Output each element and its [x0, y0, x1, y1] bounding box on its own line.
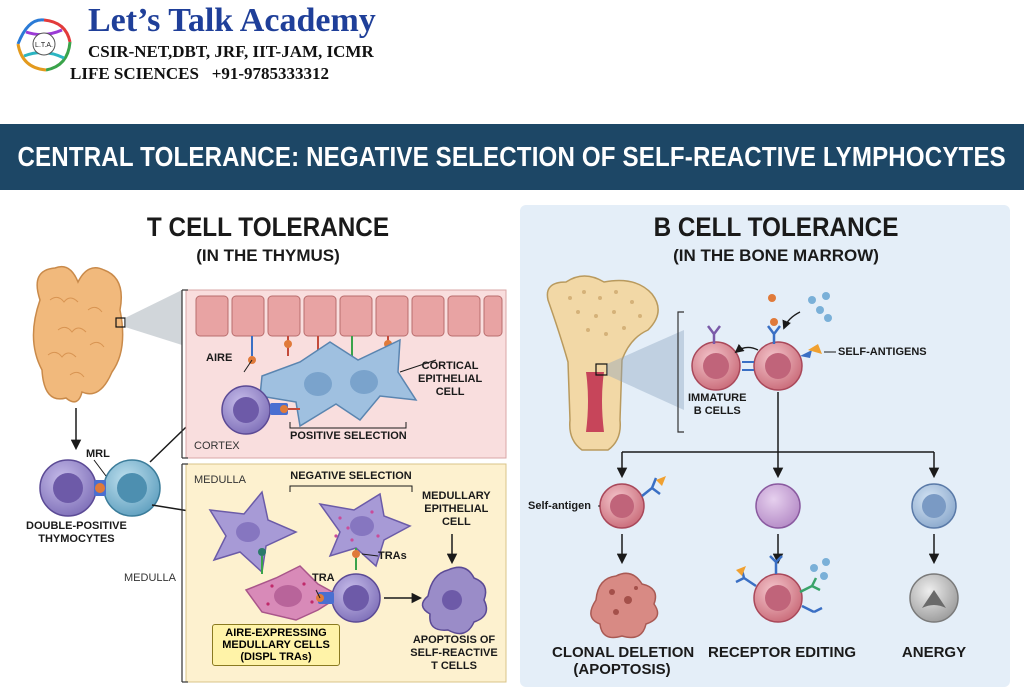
clonal-deletion-path [590, 476, 666, 639]
tra-label: TRA [312, 572, 335, 584]
immature-b-cells [677, 292, 836, 433]
medullary-epithelial-label: MEDULLARY EPITHELIAL CELL [422, 490, 491, 528]
bone-illustration [546, 275, 684, 451]
banner-title: CENTRAL TOLERANCE: NEGATIVE SELECTION OF… [17, 141, 1007, 172]
academy-logo: L.T.A. [8, 8, 80, 80]
positive-selection-label: POSITIVE SELECTION [290, 430, 407, 442]
title-banner: CENTRAL TOLERANCE: NEGATIVE SELECTION OF… [0, 124, 1024, 190]
t-cell-title: T CELL TOLERANCE [146, 212, 390, 242]
thymus-organ [32, 265, 182, 403]
mrl-label: MRL [86, 448, 110, 460]
aire-label: AIRE [206, 352, 233, 364]
brand-exams: CSIR-NET,DBT, JRF, IIT-JAM, ICMR [88, 42, 374, 61]
immature-b-cells-label: IMMATURE B CELLS [688, 392, 747, 417]
logo-text: L.T.A. [35, 42, 53, 49]
cortical-epithelial-label: CORTICAL EPITHELIAL CELL [418, 360, 483, 398]
tras-label: TRAs [378, 550, 407, 562]
double-positive-label: DOUBLE-POSITIVE THYMOCYTES [26, 520, 127, 545]
branch-arrows [616, 392, 940, 479]
receptor-editing-path [735, 483, 830, 623]
b-cell-subtitle: (IN THE BONE MARROW) [673, 246, 879, 265]
aire-expressing-box: AIRE-EXPRESSING MEDULLARY CELLS (DISPL T… [212, 624, 340, 666]
t-cell-subtitle: (IN THE THYMUS) [196, 246, 340, 265]
apoptosis-label: APOPTOSIS OF SELF-REACTIVE T CELLS [410, 634, 498, 672]
negative-selection-label: NEGATIVE SELECTION [290, 470, 412, 482]
clonal-deletion-label: CLONAL DELETION (APOPTOSIS) [552, 644, 695, 678]
anergy-label: ANERGY [901, 644, 967, 661]
brand-contact: LIFE SCIENCES +91-9785333312 [70, 64, 330, 83]
cortex-label: CORTEX [194, 440, 240, 452]
mrl-pointer [93, 459, 107, 477]
b-cell-title: B CELL TOLERANCE [653, 212, 899, 242]
receptor-editing-label: RECEPTOR EDITING [708, 644, 857, 661]
cortex-region [181, 289, 507, 459]
self-antigen-label: Self-antigen [528, 500, 591, 512]
medulla-top-label: MEDULLA [194, 474, 246, 486]
brand-title: Let’s Talk Academy [88, 2, 376, 39]
double-positive-thymocytes [39, 459, 161, 517]
anergy-path [909, 483, 959, 623]
self-antigens-label: SELF-ANTIGENS [838, 346, 927, 358]
medulla-side-label: MEDULLA [124, 572, 176, 584]
